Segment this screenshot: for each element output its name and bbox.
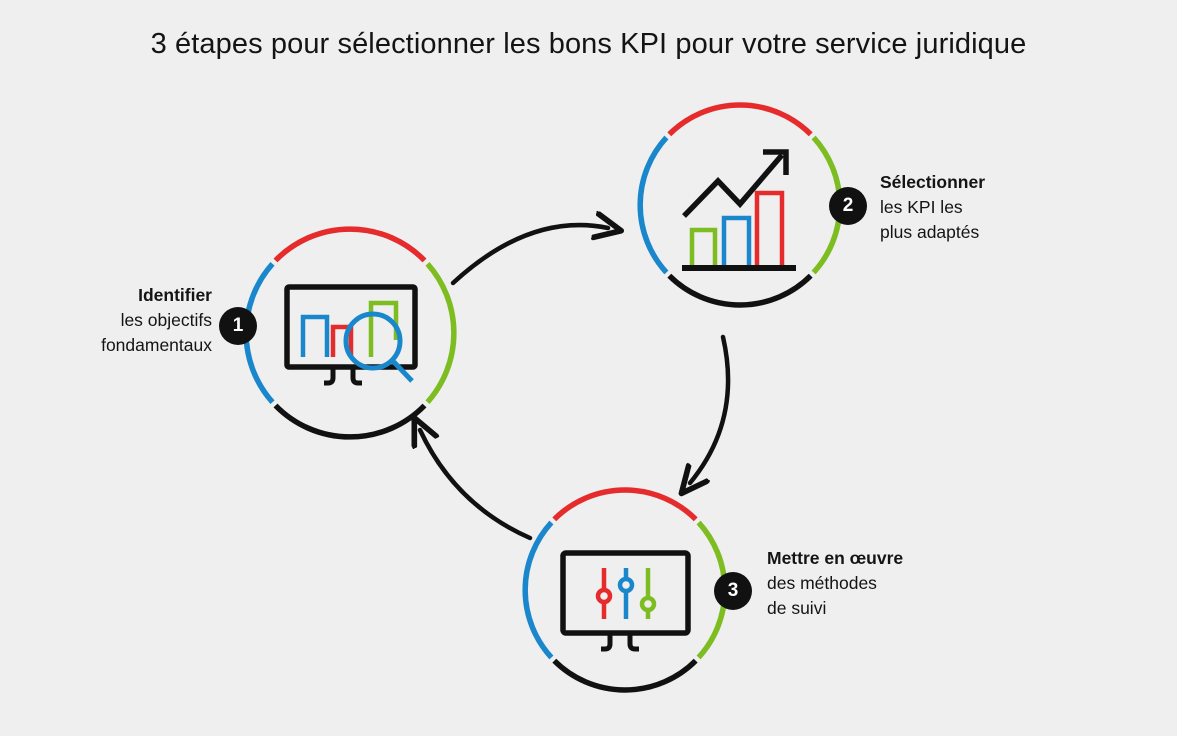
growth-bar-chart-arrow-icon (682, 149, 796, 271)
ring-segment-red (273, 226, 427, 263)
monitor-sliders-icon (560, 550, 691, 652)
step-2-number-badge: 2 (829, 187, 867, 225)
arrow-step1-to-step2 (450, 225, 608, 286)
step-3-label: Mettre en œuvre des méthodes de suivi (767, 546, 903, 621)
step-1-line2: les objectifs (120, 310, 212, 330)
step-1-line3: fondamentaux (101, 335, 212, 355)
step-1-title: Identifier (138, 285, 212, 305)
ring-segment-black (273, 403, 427, 440)
arrow-step3-to-step1 (420, 430, 533, 541)
step-3-line3: de suivi (767, 598, 827, 618)
step-2-line2: les KPI les (880, 197, 963, 217)
step-3-number-badge: 3 (714, 572, 752, 610)
arrow-step2-to-step3 (690, 334, 731, 483)
ring-segment-blue (637, 135, 669, 275)
step-2-label: Sélectionner les KPI les plus adaptés (880, 170, 985, 245)
monitor-bar-chart-magnifier-icon (284, 284, 418, 386)
page-title: 3 étapes pour sélectionner les bons KPI … (150, 28, 1027, 60)
step-3-title: Mettre en œuvre (767, 548, 904, 568)
ring-segment-green (425, 261, 457, 405)
ring-segment-red (552, 487, 698, 522)
step-1-number-badge: 1 (219, 307, 257, 345)
step-2-line3: plus adaptés (880, 222, 980, 242)
ring-segment-blue (522, 520, 554, 660)
ring-segment-red (667, 102, 813, 137)
ring-segment-black (667, 273, 813, 308)
step-3-line2: des méthodes (767, 573, 877, 593)
ring-segment-black (552, 658, 698, 693)
step-1-label: Identifier les objectifs fondamentaux (0, 283, 212, 358)
step-2-title: Sélectionner (880, 172, 986, 192)
